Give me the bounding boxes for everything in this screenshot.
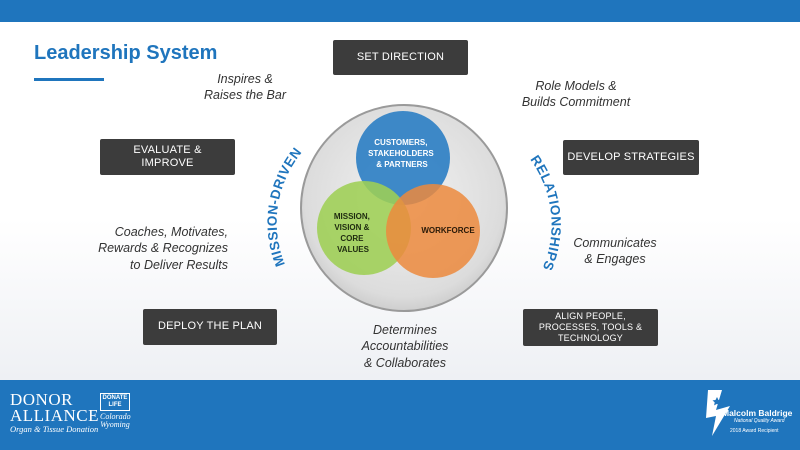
behavior-role-models: Role Models & Builds Commitment [521,79,631,110]
label-mission: MISSION, VISION & CORE VALUES [334,212,372,254]
behavior-determines: Determines Accountabilities & Collaborat… [361,323,449,370]
step-deploy-plan: DEPLOY THE PLAN [143,309,277,345]
label-customers: CUSTOMERS, STAKEHOLDERS & PARTNERS [368,138,436,169]
donate-life-mark: DONATE LIFE [100,393,130,411]
step-align: ALIGN PEOPLE, PROCESSES, TOOLS & TECHNOL… [523,309,658,346]
step-develop-strategies: DEVELOP STRATEGIES [563,140,699,175]
top-band [0,0,800,22]
title-underline [34,78,104,81]
arc-label-mission-driven: MISSION-DRIVEN [265,145,305,269]
page-title: Leadership System [34,42,218,64]
baldrige-subtitle: National Quality Award [734,418,785,424]
footer-band [0,380,800,450]
baldrige-award-logo: Malcolm Baldrige National Quality Award … [700,386,796,446]
donate-life-states: Colorado Wyoming [100,412,131,429]
circle-mission [317,181,411,275]
label-workforce: WORKFORCE [421,226,475,235]
circle-customers [356,111,450,205]
star-award-icon [706,390,730,436]
behavior-communicates: Communicates & Engages [573,236,657,267]
baldrige-name: Malcolm Baldrige [722,408,793,418]
donor-alliance-logo: DONOR ALLIANCE Organ & Tissue Donation [10,390,99,434]
donor-alliance-name: DONOR ALLIANCE [10,390,99,425]
circle-workforce [386,184,480,278]
donor-alliance-tagline: Organ & Tissue Donation [10,424,99,434]
step-evaluate-improve: EVALUATE & IMPROVE [100,139,235,175]
step-set-direction: SET DIRECTION [333,40,468,75]
behavior-coaches: Coaches, Motivates, Rewards & Recognizes… [98,225,228,272]
baldrige-year: 2018 Award Recipient [730,428,779,434]
behavior-inspires: Inspires & Raises the Bar [204,72,286,103]
donate-life-logo: DONATE LIFE Colorado Wyoming [100,393,131,429]
